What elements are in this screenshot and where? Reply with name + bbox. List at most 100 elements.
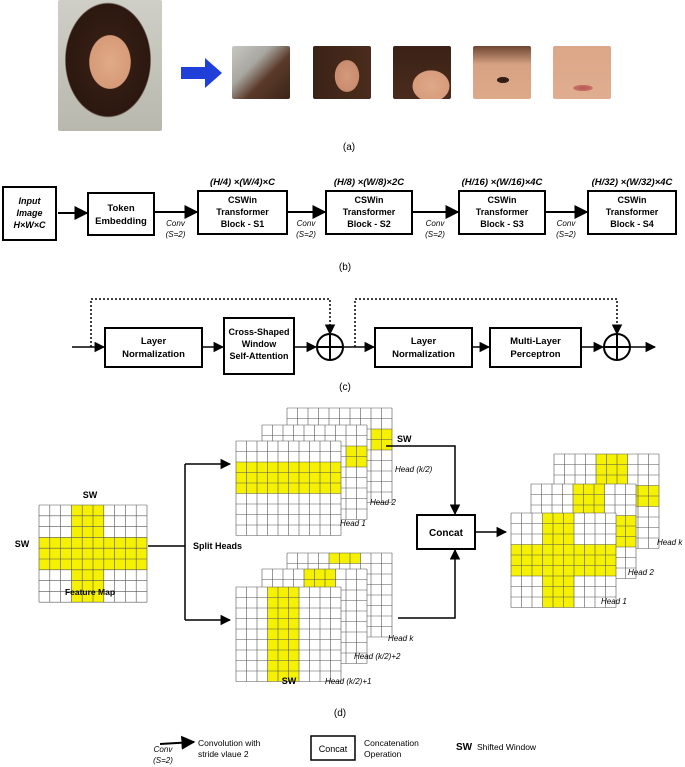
- grid-highlight-cell: [356, 456, 367, 467]
- crop-mouth-patch: [553, 46, 611, 99]
- grid-highlight-cell: [288, 671, 299, 682]
- grid-highlight-cell: [605, 544, 616, 555]
- grid-highlight-cell: [288, 587, 299, 598]
- grid-highlight-cell: [93, 580, 104, 592]
- grid-highlight-cell: [103, 537, 115, 549]
- panel-c: Layer Normalization Cross-Shaped Window …: [72, 298, 657, 393]
- grid-highlight-cell: [532, 565, 543, 576]
- split-heads-label: Split Heads: [193, 541, 242, 551]
- grid-highlight-cell: [278, 629, 289, 640]
- caption-a: (a): [343, 142, 355, 153]
- grids-layer: [38, 407, 660, 682]
- conv-stride-label: (S=2): [296, 230, 316, 239]
- out-head-k-label: Head k: [657, 538, 683, 547]
- grid-highlight-cell: [594, 484, 605, 495]
- cswin-block-text: Transformer: [216, 207, 269, 217]
- grid-highlight-cell: [125, 559, 137, 570]
- grid-highlight-cell: [617, 464, 628, 475]
- out-head-2-label: Head 2: [628, 568, 654, 577]
- grid-highlight-cell: [82, 515, 93, 527]
- grid-highlight-cell: [82, 548, 93, 559]
- grid-highlight-cell: [267, 650, 278, 661]
- grid-highlight-cell: [521, 544, 532, 555]
- grid-highlight-cell: [563, 597, 574, 608]
- stage-dim-label: (H/32) ×(W/32)×4C: [592, 177, 673, 188]
- grid-highlight-cell: [246, 483, 257, 494]
- grid-highlight-cell: [236, 472, 247, 483]
- grid-highlight-cell: [330, 472, 341, 483]
- conv-label: Conv: [166, 219, 186, 228]
- grid-highlight-cell: [371, 439, 382, 450]
- grid-highlight-cell: [288, 660, 299, 671]
- legend-conv-desc-2: stride vlaue 2: [198, 749, 249, 759]
- grid-highlight-cell: [553, 544, 564, 555]
- grid-highlight-cell: [563, 513, 574, 524]
- legend-concat-desc-2: Operation: [364, 749, 402, 759]
- grid-highlight-cell: [583, 494, 594, 505]
- grid-highlight-cell: [278, 639, 289, 650]
- layer-norm-1-box: [104, 327, 203, 368]
- grid-highlight-cell: [93, 526, 104, 538]
- head-k2p1-grid: [235, 586, 342, 682]
- input-image-box: [2, 186, 57, 241]
- grid-highlight-cell: [93, 515, 104, 527]
- legend-conv-arrow: [159, 735, 196, 750]
- grid-highlight-cell: [583, 484, 594, 495]
- cswin-block-text: CSWin: [355, 195, 384, 205]
- grid-highlight-cell: [553, 523, 564, 534]
- grid-highlight-cell: [638, 485, 649, 496]
- grid-highlight-cell: [82, 569, 93, 581]
- grid-highlight-cell: [615, 536, 626, 547]
- grid-highlight-cell: [39, 559, 50, 570]
- crop-eye-patch: [473, 46, 531, 99]
- head-k2-label: Head (k/2): [395, 465, 433, 474]
- grid-highlight-cell: [573, 484, 584, 495]
- grid-highlight-cell: [615, 515, 626, 526]
- grid-highlight-cell: [553, 513, 564, 524]
- attn-line-2: Window: [242, 339, 277, 349]
- grid-highlight-cell: [299, 472, 310, 483]
- grid-highlight-cell: [267, 472, 278, 483]
- blue-arrow: [181, 58, 222, 88]
- grid-highlight-cell: [278, 650, 289, 661]
- legend-sw-label: SW: [456, 742, 473, 753]
- grid-highlight-cell: [82, 559, 93, 570]
- grid-highlight-cell: [596, 475, 607, 486]
- grid-highlight-cell: [278, 597, 289, 608]
- grid-highlight-cell: [617, 475, 628, 486]
- ln1-line-1: Layer: [141, 336, 167, 347]
- grid-highlight-cell: [553, 597, 564, 608]
- input-line-1: Input: [19, 196, 42, 206]
- grid-highlight-cell: [93, 591, 104, 603]
- grid-highlight-cell: [371, 429, 382, 440]
- cswin-block-text: Block - S4: [610, 219, 654, 229]
- head-k2p1-label: Head (k/2)+1: [325, 677, 371, 686]
- head-k-label: Head k: [388, 634, 414, 643]
- token-embedding-box: [87, 192, 155, 236]
- grid-highlight-cell: [71, 515, 83, 527]
- grid-highlight-cell: [584, 544, 595, 555]
- grid-highlight-cell: [39, 537, 50, 549]
- add-circle-1: [316, 333, 344, 361]
- grid-highlight-cell: [339, 553, 350, 564]
- stage-arrows: Conv(S=2)Conv(S=2)Conv(S=2)Conv(S=2): [154, 205, 589, 239]
- grid-highlight-cell: [278, 608, 289, 619]
- grid-highlight-cell: [648, 496, 659, 507]
- mlp-line-2: Perceptron: [510, 349, 560, 360]
- grid-highlight-cell: [60, 548, 72, 559]
- grid-highlight-cell: [532, 544, 543, 555]
- grid-highlight-cell: [71, 505, 83, 516]
- grid-highlight-cell: [299, 483, 310, 494]
- grid-highlight-cell: [288, 608, 299, 619]
- attn-line-1: Cross-Shaped: [228, 327, 289, 337]
- grid-highlight-cell: [553, 576, 564, 587]
- legend-concat-desc-1: Concatenation: [364, 738, 419, 748]
- grid-highlight-cell: [246, 462, 257, 473]
- grid-highlight-cell: [314, 569, 325, 580]
- grid-highlight-cell: [309, 483, 320, 494]
- crop-hair-patch: [232, 46, 290, 99]
- grid-highlight-cell: [381, 439, 392, 450]
- grid-highlight-cell: [329, 553, 340, 564]
